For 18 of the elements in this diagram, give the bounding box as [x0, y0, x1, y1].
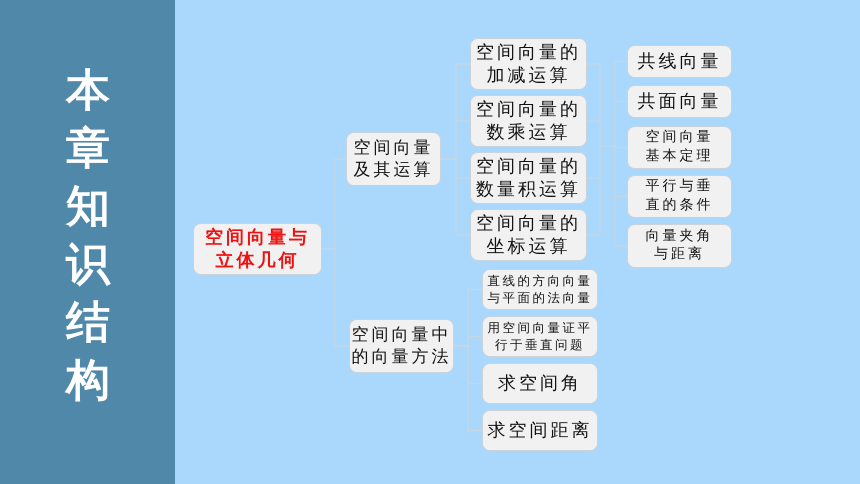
topic-box: 空间向量中的向量方法	[349, 319, 454, 373]
topic-box: 用空间向量证平行于垂直问题	[482, 316, 598, 357]
vertical-title: 本章知识结构	[64, 64, 112, 408]
topic-box: 平行与垂直的条件	[627, 175, 732, 218]
topic-box: 空间向量及其运算	[346, 132, 441, 186]
root-topic-box: 空间向量与立体几何	[193, 223, 322, 275]
topic-box: 求空间距离	[482, 410, 598, 451]
connector-line	[599, 60, 616, 247]
topic-box: 直线的方向向量与平面的法向量	[482, 269, 598, 310]
topic-box: 共面向量	[627, 85, 732, 118]
topic-box: 空间向量的加减运算	[470, 38, 587, 90]
topic-box: 空间向量的数量积运算	[470, 152, 587, 204]
topic-box: 向量夹角与距离	[627, 224, 732, 268]
topic-box: 空间向量的坐标运算	[470, 209, 587, 261]
topic-box: 求空间角	[482, 363, 598, 404]
topic-box: 空间向量的数乘运算	[470, 95, 587, 147]
topic-box: 共线向量	[627, 45, 732, 78]
topic-box: 空间向量基本定理	[627, 126, 732, 169]
